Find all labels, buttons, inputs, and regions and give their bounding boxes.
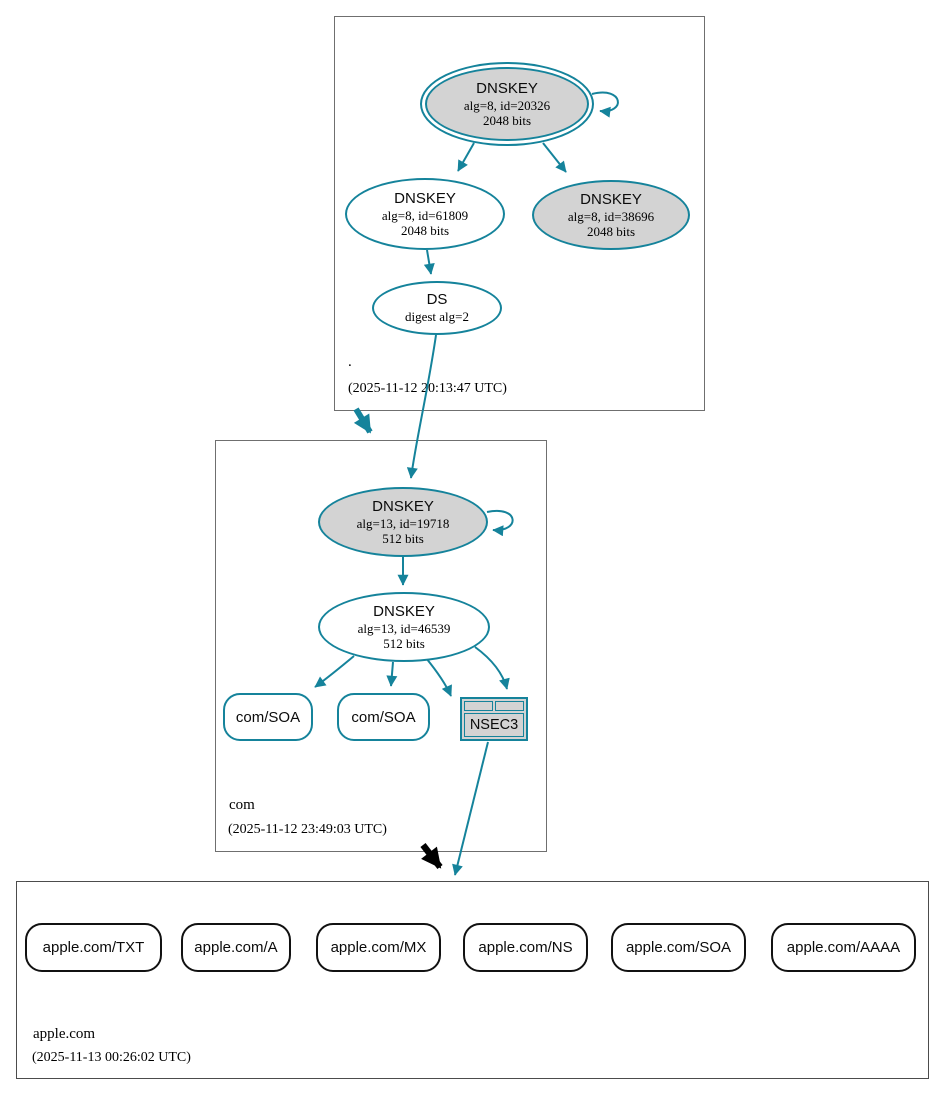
- node-apple-mx[interactable]: apple.com/MX: [316, 923, 441, 972]
- zone-box-apple-com: [16, 881, 929, 1079]
- node-title: DS: [426, 291, 448, 309]
- node-title: DNSKEY: [394, 189, 456, 207]
- nsec3-label: NSEC3: [464, 713, 524, 737]
- rrset-label: com/SOA: [351, 708, 416, 726]
- node-title: DNSKEY: [372, 497, 434, 515]
- node-detail: alg=8, id=61809: [381, 207, 469, 223]
- node-bits: 2048 bits: [482, 113, 532, 128]
- nsec3-cell: [464, 701, 493, 711]
- node-com-nsec3[interactable]: NSEC3: [460, 697, 528, 741]
- node-detail: alg=8, id=38696: [567, 208, 655, 224]
- zone-timestamp-com: (2025-11-12 23:49:03 UTC): [228, 822, 387, 837]
- node-root-dnskey-38696[interactable]: DNSKEY alg=8, id=38696 2048 bits: [532, 180, 690, 250]
- rrset-label: apple.com/A: [194, 939, 278, 956]
- node-title: DNSKEY: [373, 602, 435, 620]
- zone-label-com: com: [229, 797, 255, 813]
- node-root-dnskey-ksk[interactable]: DNSKEY alg=8, id=20326 2048 bits: [420, 62, 594, 146]
- node-apple-txt[interactable]: apple.com/TXT: [25, 923, 162, 972]
- nsec3-cell: [495, 701, 524, 711]
- node-detail: alg=13, id=19718: [356, 515, 450, 531]
- rrset-label: com/SOA: [235, 708, 301, 726]
- node-title: DNSKEY: [580, 190, 642, 208]
- node-com-soa-right[interactable]: com/SOA: [337, 693, 430, 741]
- node-bits: 2048 bits: [586, 224, 636, 239]
- zone-box-root: [334, 16, 705, 411]
- node-detail: digest alg=2: [404, 309, 470, 325]
- rrset-label: apple.com/NS: [478, 939, 573, 956]
- rrset-label: apple.com/MX: [330, 939, 427, 956]
- node-apple-soa[interactable]: apple.com/SOA: [611, 923, 746, 972]
- node-com-dnskey-ksk[interactable]: DNSKEY alg=13, id=19718 512 bits: [318, 487, 488, 557]
- zone-box-com: [215, 440, 547, 852]
- zone-label-apple-com: apple.com: [33, 1026, 96, 1042]
- node-apple-ns[interactable]: apple.com/NS: [463, 923, 588, 972]
- zone-timestamp-root: (2025-11-12 20:13:47 UTC): [348, 381, 507, 396]
- node-bits: 2048 bits: [400, 223, 450, 238]
- node-root-ds[interactable]: DS digest alg=2: [372, 281, 502, 335]
- node-apple-aaaa[interactable]: apple.com/AAAA: [771, 923, 916, 972]
- rrset-label: apple.com/AAAA: [786, 939, 901, 956]
- node-com-dnskey-zsk[interactable]: DNSKEY alg=13, id=46539 512 bits: [318, 592, 490, 662]
- zone-timestamp-apple-com: (2025-11-13 00:26:02 UTC): [32, 1050, 191, 1065]
- nsec3-header-row: [464, 701, 524, 711]
- edge-root-to-com-delegation: [353, 407, 373, 434]
- node-bits: 512 bits: [383, 636, 425, 651]
- node-root-dnskey-ksk-inner: DNSKEY alg=8, id=20326 2048 bits: [425, 67, 589, 141]
- rrset-label: apple.com/TXT: [42, 939, 145, 956]
- node-detail: alg=8, id=20326: [463, 97, 551, 113]
- node-bits: 512 bits: [382, 531, 424, 546]
- rrset-label: apple.com/SOA: [625, 939, 732, 956]
- node-detail: alg=13, id=46539: [357, 620, 451, 636]
- node-com-soa-left[interactable]: com/SOA: [223, 693, 313, 741]
- node-title: DNSKEY: [476, 79, 538, 97]
- zone-label-root: .: [348, 354, 352, 370]
- node-apple-a[interactable]: apple.com/A: [181, 923, 291, 972]
- node-root-dnskey-zsk[interactable]: DNSKEY alg=8, id=61809 2048 bits: [345, 178, 505, 250]
